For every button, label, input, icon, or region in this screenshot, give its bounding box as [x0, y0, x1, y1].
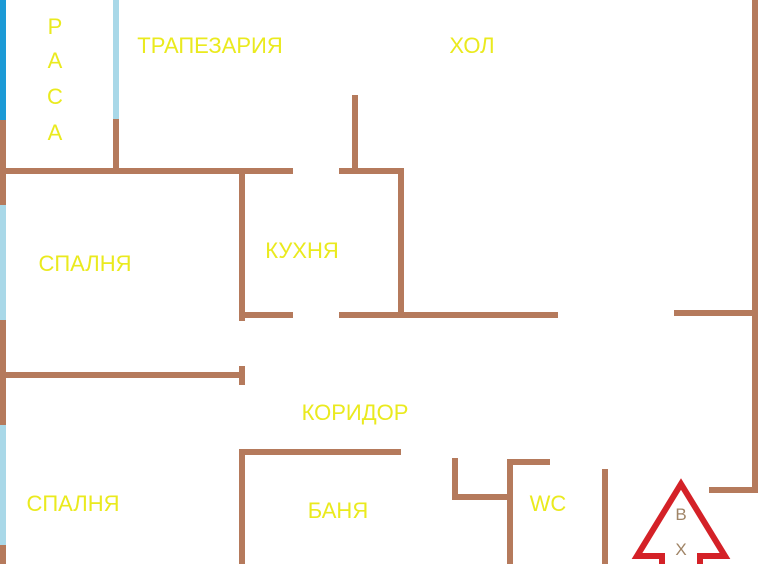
room-label-bedroom-2: СПАЛНЯ	[26, 491, 119, 516]
svg-text:Р: Р	[48, 14, 63, 39]
room-label-bathroom: БАНЯ	[308, 498, 368, 523]
room-label-hall: ХОЛ	[449, 33, 494, 58]
svg-text:А: А	[48, 48, 63, 73]
terrace-label: Р А С А	[47, 14, 63, 145]
svg-text:В: В	[675, 505, 686, 524]
room-label-kitchen: КУХНЯ	[265, 238, 339, 263]
room-label-bedroom-1: СПАЛНЯ	[38, 251, 131, 276]
svg-text:А: А	[48, 120, 63, 145]
room-label-corridor: КОРИДОР	[302, 400, 409, 425]
room-label-dining: ТРАПЕЗАРИЯ	[137, 33, 282, 58]
room-label-wc: WC	[530, 491, 567, 516]
svg-text:С: С	[47, 84, 63, 109]
entrance-arrow-icon: В Х	[631, 478, 731, 564]
svg-text:Х: Х	[675, 540, 686, 559]
